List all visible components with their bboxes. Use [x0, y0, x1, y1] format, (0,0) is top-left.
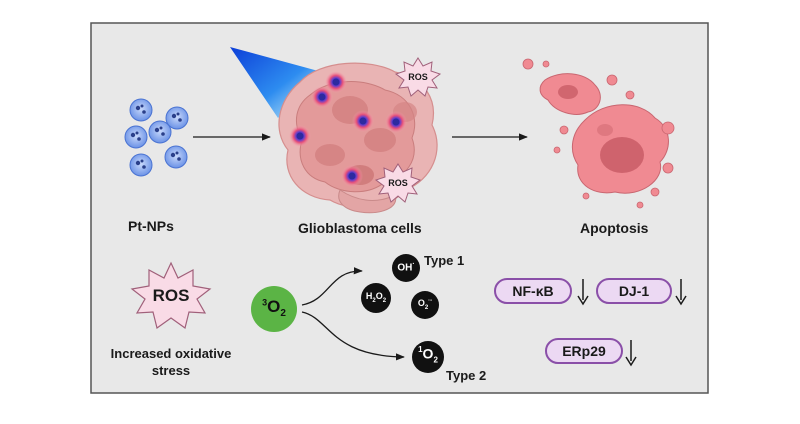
- glowing-nanoparticles: [289, 71, 407, 187]
- superoxide-label: O2·-: [417, 298, 433, 311]
- triplet-oxygen-node: [251, 286, 297, 332]
- ros-badge-top: ROS: [394, 57, 442, 97]
- apoptotic-cell: [522, 58, 675, 209]
- hydroxyl-label: OH·: [397, 261, 415, 274]
- ros-big-label: ROS: [152, 286, 190, 305]
- nanoparticle: [129, 153, 153, 177]
- hydrogen-peroxide-node: [361, 283, 391, 313]
- glowing-nanoparticle: [341, 165, 363, 187]
- oxidative-stress-line1: Increased oxidative: [110, 346, 232, 361]
- ros-badge-top-label: ROS: [408, 72, 428, 82]
- hydroxyl-radical-node: [392, 254, 420, 282]
- marker-erp29: ERp29: [545, 338, 623, 364]
- pt-nanoparticles: [124, 98, 189, 177]
- nanoparticle: [124, 125, 148, 149]
- singlet-oxygen-node: [412, 341, 444, 373]
- hydrogen-peroxide-label: H2O2: [365, 291, 387, 304]
- pt-nps-label: Pt-NPs: [128, 218, 174, 234]
- apoptosis-label: Apoptosis: [580, 220, 649, 236]
- ros-big-star: [130, 261, 212, 330]
- glioblastoma-cells-label: Glioblastoma cells: [298, 220, 422, 236]
- arrow-type1: [301, 267, 363, 306]
- type1-label: Type 1: [424, 253, 465, 268]
- triplet-oxygen-label: 3O2: [262, 297, 286, 320]
- singlet-oxygen-label: 1O2: [418, 345, 438, 365]
- glowing-nanoparticle: [352, 110, 374, 132]
- type2-label: Type 2: [446, 368, 487, 383]
- light-beam-icon: [230, 47, 322, 118]
- ros-badge-bottom: ROS: [374, 163, 422, 203]
- nanoparticle: [165, 106, 189, 130]
- nanoparticle: [148, 120, 172, 144]
- marker-dj1: DJ-1: [596, 278, 672, 304]
- nanoparticle: [164, 145, 188, 169]
- down-arrow-icon: [577, 279, 589, 306]
- down-arrow-icon: [625, 340, 637, 367]
- arrow-type2: [301, 311, 405, 361]
- down-arrow-icon: [675, 279, 687, 306]
- oxidative-stress-label: Increased oxidative stress: [96, 345, 246, 379]
- marker-nfkb: NF-κB: [494, 278, 572, 304]
- superoxide-node: [411, 291, 439, 319]
- glowing-nanoparticle: [325, 71, 347, 93]
- glowing-nanoparticle: [289, 125, 311, 147]
- nanoparticle: [129, 98, 153, 122]
- ros-badge-bottom-label: ROS: [388, 178, 408, 188]
- glowing-nanoparticle: [385, 111, 407, 133]
- oxidative-stress-line2: stress: [151, 363, 191, 378]
- glowing-nanoparticle: [311, 86, 333, 108]
